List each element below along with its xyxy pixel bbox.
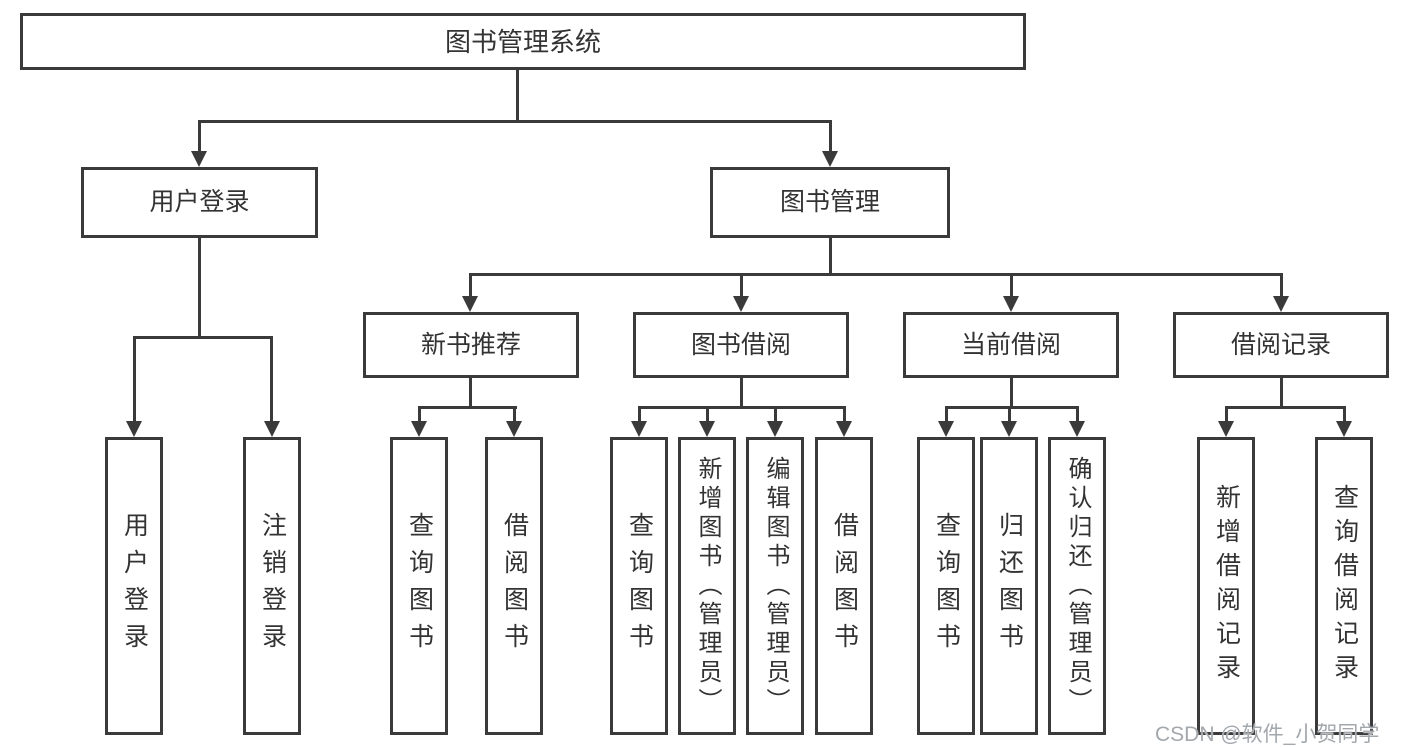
connector-line (198, 120, 832, 123)
connector-line (1010, 378, 1013, 407)
connector-line (1010, 273, 1013, 299)
node-leaf-search-borrow-record: 查询借阅记录 (1315, 437, 1373, 735)
node-leaf-add-borrow-record: 新增借阅记录 (1197, 437, 1255, 735)
connector-line (133, 336, 136, 423)
node-leaf-search-books-3: 查询图书 (917, 437, 975, 735)
arrowhead-down-icon (126, 421, 142, 437)
arrowhead-down-icon (822, 151, 838, 167)
node-new-book-recommendation: 新书推荐 (363, 312, 579, 378)
arrowhead-down-icon (462, 296, 478, 312)
arrowhead-down-icon (264, 421, 280, 437)
node-book-borrowing: 图书借阅 (633, 312, 849, 378)
connector-line (418, 406, 517, 409)
arrowhead-down-icon (1003, 296, 1019, 312)
arrowhead-down-icon (699, 421, 715, 437)
node-library-management-system: 图书管理系统 (20, 13, 1026, 70)
connector-line (1280, 378, 1283, 407)
connector-line (1343, 406, 1346, 423)
connector-line (945, 406, 948, 423)
node-leaf-add-books-admin: 新增图书（管理员） (678, 437, 736, 735)
arrowhead-down-icon (733, 296, 749, 312)
arrowhead-down-icon (631, 421, 647, 437)
connector-line (945, 406, 1079, 409)
arrowhead-down-icon (767, 421, 783, 437)
connector-line (270, 336, 273, 423)
connector-line (516, 70, 519, 121)
node-leaf-confirm-return-admin: 确认归还（管理员） (1048, 437, 1106, 735)
watermark: CSDN @软件_小贺同学 (1155, 723, 1380, 746)
connector-line (1008, 406, 1011, 423)
connector-line (829, 238, 832, 274)
arrowhead-down-icon (1069, 421, 1085, 437)
connector-line (740, 378, 743, 407)
node-leaf-borrow-books-2: 借阅图书 (815, 437, 873, 735)
node-leaf-user-login: 用户登录 (105, 437, 163, 735)
arrowhead-down-icon (836, 421, 852, 437)
node-leaf-logout: 注销登录 (243, 437, 301, 735)
connector-line (198, 120, 201, 154)
arrowhead-down-icon (191, 151, 207, 167)
node-leaf-borrow-books: 借阅图书 (485, 437, 543, 735)
node-leaf-edit-books-admin: 编辑图书（管理员） (746, 437, 804, 735)
arrowhead-down-icon (411, 421, 427, 437)
connector-line (638, 406, 846, 409)
node-user-login: 用户登录 (81, 167, 318, 238)
arrowhead-down-icon (1218, 421, 1234, 437)
arrowhead-down-icon (1001, 421, 1017, 437)
connector-line (774, 406, 777, 423)
connector-line (133, 336, 273, 339)
connector-line (469, 273, 1282, 276)
arrowhead-down-icon (1273, 296, 1289, 312)
connector-line (843, 406, 846, 423)
connector-line (198, 238, 201, 336)
connector-line (469, 378, 472, 407)
connector-line (706, 406, 709, 423)
node-leaf-search-books: 查询图书 (390, 437, 448, 735)
node-current-borrowing: 当前借阅 (903, 312, 1119, 378)
node-leaf-search-books-2: 查询图书 (610, 437, 668, 735)
node-leaf-return-books: 归还图书 (980, 437, 1038, 735)
node-book-management: 图书管理 (710, 167, 950, 238)
connector-line (469, 273, 472, 299)
arrowhead-down-icon (1336, 421, 1352, 437)
connector-line (1280, 273, 1283, 299)
connector-line (1225, 406, 1346, 409)
connector-line (418, 406, 421, 423)
arrowhead-down-icon (506, 421, 522, 437)
connector-line (740, 273, 743, 299)
arrowhead-down-icon (938, 421, 954, 437)
node-borrowing-records: 借阅记录 (1173, 312, 1389, 378)
connector-line (1225, 406, 1228, 423)
connector-line (1076, 406, 1079, 423)
connector-line (638, 406, 641, 423)
connector-line (513, 406, 516, 423)
connector-line (829, 120, 832, 154)
